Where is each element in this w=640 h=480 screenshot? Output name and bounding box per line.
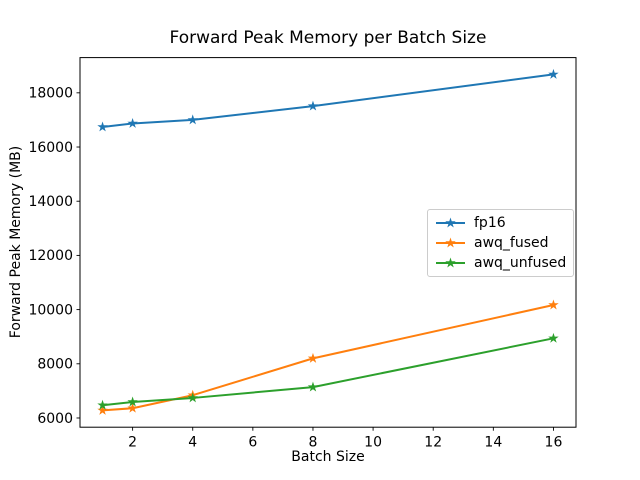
y-tick-label: 14000 xyxy=(28,194,73,210)
data-point-fp16-x4 xyxy=(187,114,198,125)
x-tick-label: 2 xyxy=(128,435,137,451)
data-point-awq_unfused-x2 xyxy=(127,396,138,407)
y-tick-label: 6000 xyxy=(37,411,73,427)
data-point-awq_unfused-x8 xyxy=(307,381,319,392)
legend-star-icon xyxy=(445,217,456,228)
x-tick-label: 10 xyxy=(364,435,382,451)
legend-label-awq_unfused: awq_unfused xyxy=(474,255,567,271)
y-tick-label: 10000 xyxy=(28,302,73,318)
series-line-awq_unfused xyxy=(101,337,555,407)
legend: fp16 awq_fused awq_unfused xyxy=(427,209,575,277)
y-tick-label: 18000 xyxy=(28,86,73,102)
data-point-fp16-x16 xyxy=(548,68,559,79)
x-tick-label: 8 xyxy=(309,435,318,451)
data-point-awq_fused-x16 xyxy=(548,299,559,310)
legend-line-marker-fp16 xyxy=(436,217,465,228)
chart-title: Forward Peak Memory per Batch Size xyxy=(169,28,487,48)
x-axis-label: Batch Size xyxy=(291,449,365,465)
data-point-awq_unfused-x1 xyxy=(97,399,108,410)
legend-item-awq_fused: awq_fused xyxy=(435,233,566,253)
data-point-fp16-x8 xyxy=(307,100,319,111)
legend-line-marker-awq_unfused xyxy=(436,257,465,268)
legend-item-awq_unfused: awq_unfused xyxy=(435,253,566,273)
legend-label-fp16: fp16 xyxy=(474,215,506,231)
legend-star-icon xyxy=(445,237,456,248)
y-tick-label: 16000 xyxy=(28,140,73,156)
series-line-fp16 xyxy=(101,73,555,128)
data-point-awq_unfused-x4 xyxy=(187,392,198,403)
x-tick-label: 6 xyxy=(248,435,257,451)
data-point-awq_fused-x8 xyxy=(307,352,319,363)
data-point-fp16-x2 xyxy=(127,117,138,128)
x-tick-label: 4 xyxy=(188,435,197,451)
data-point-awq_fused-x2 xyxy=(127,402,138,413)
data-point-awq_fused-x1 xyxy=(97,404,108,415)
x-tick-label: 14 xyxy=(484,435,502,451)
legend-line-marker-awq_fused xyxy=(436,237,465,248)
series-line-awq_fused xyxy=(101,303,555,412)
legend-item-fp16: fp16 xyxy=(435,213,566,233)
axes-frame xyxy=(79,57,577,428)
x-tick-label: 12 xyxy=(424,435,442,451)
legend-label-awq_fused: awq_fused xyxy=(474,235,549,251)
y-tick-label: 12000 xyxy=(28,248,73,264)
data-point-fp16-x1 xyxy=(97,121,108,132)
data-point-awq_unfused-x16 xyxy=(548,332,559,343)
y-tick-label: 8000 xyxy=(37,357,73,373)
legend-star-icon xyxy=(445,257,456,268)
x-tick-label: 16 xyxy=(545,435,563,451)
